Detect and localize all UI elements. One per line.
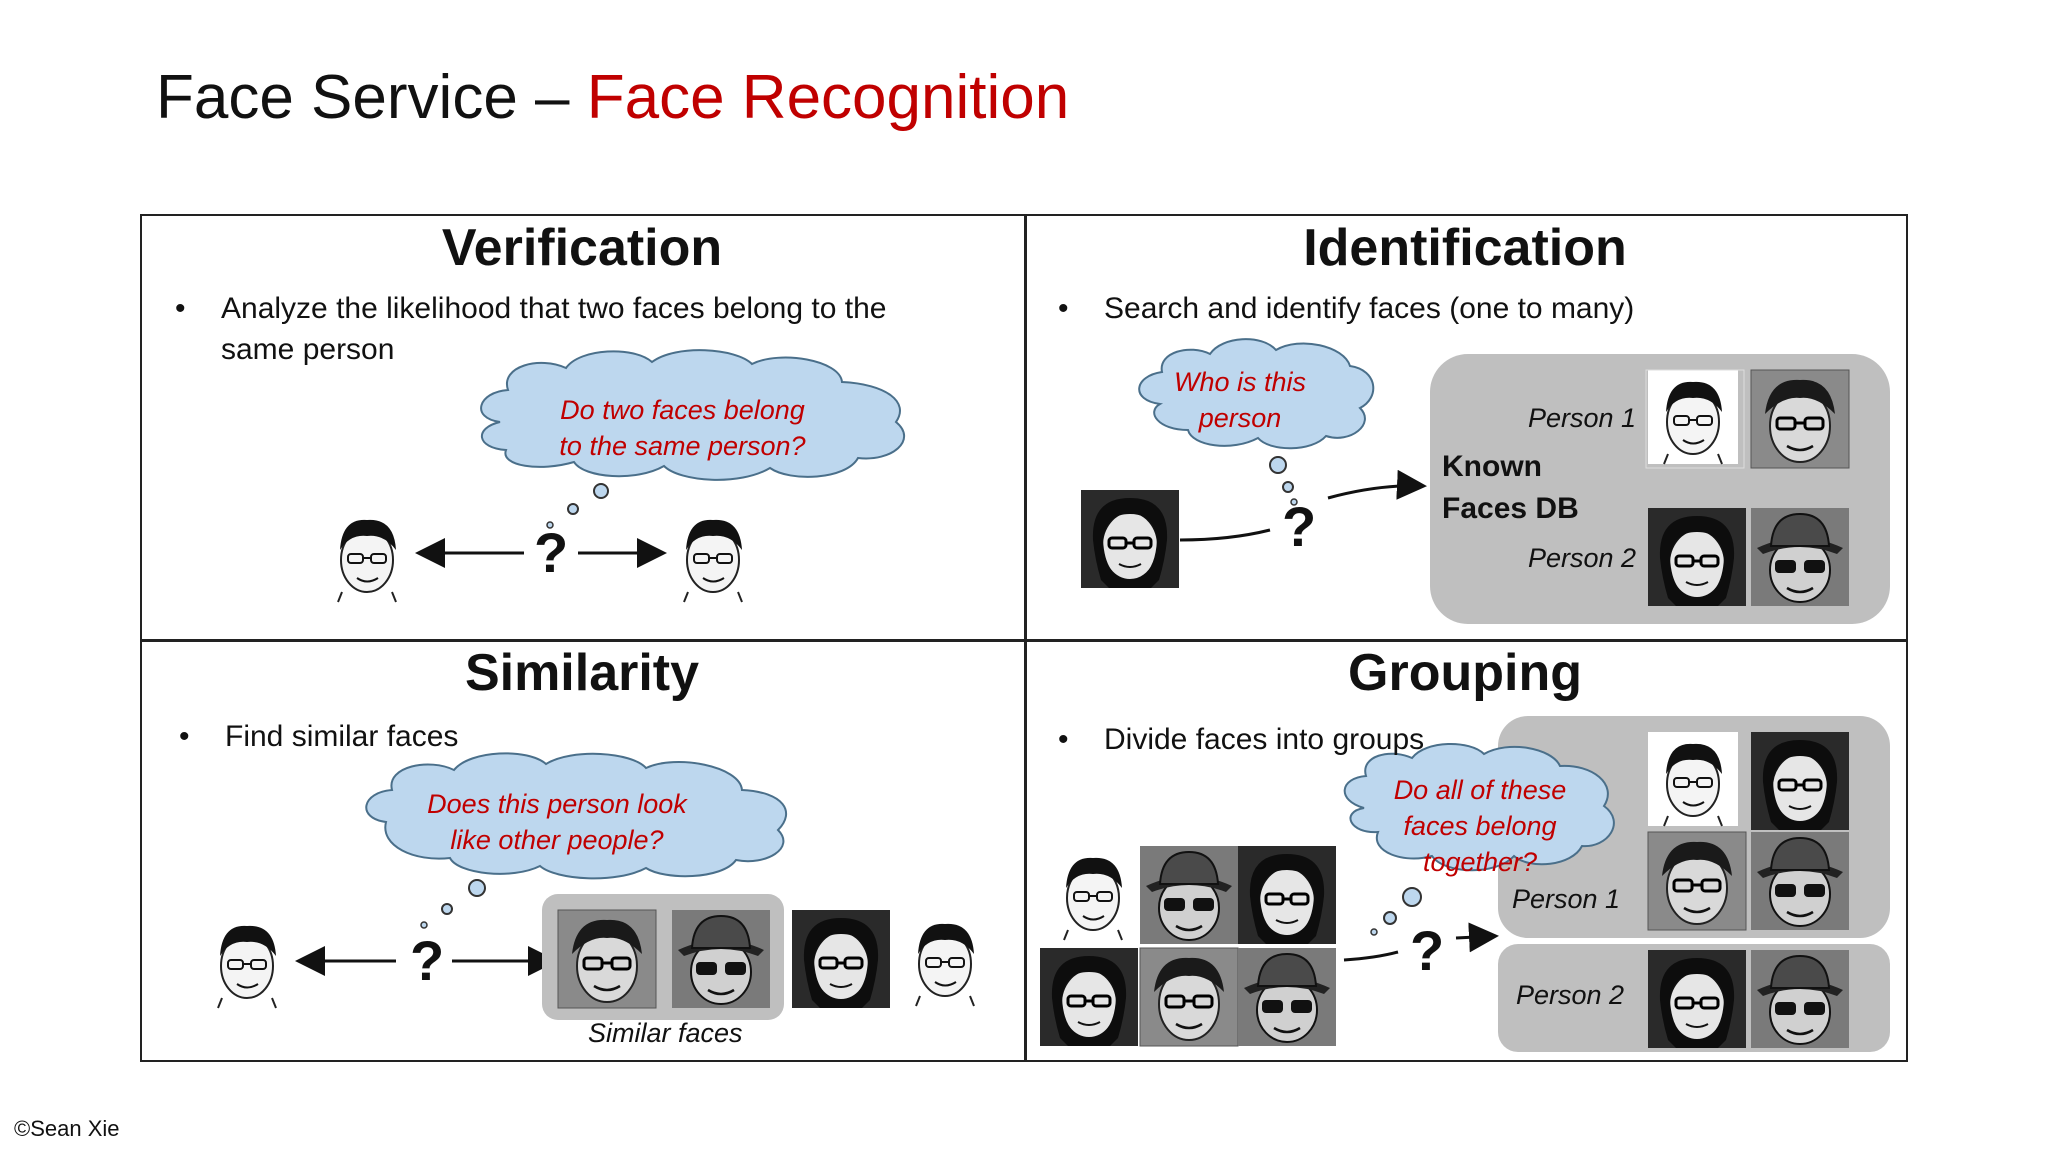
verification-cloud-line1: Do two faces belong <box>560 395 805 425</box>
group-person1-label: Person 1 <box>1512 884 1621 914</box>
similarity-heading: Similarity <box>464 644 700 702</box>
identification-heading: Identification <box>1303 219 1627 277</box>
verification-question-mark: ? <box>534 521 569 584</box>
bullet-dot: • <box>1058 723 1069 756</box>
group-person2-label: Person 2 <box>1516 980 1625 1010</box>
db-label-line2: Faces DB <box>1442 492 1579 525</box>
grouping-cloud <box>1343 743 1615 936</box>
vertical-divider <box>1024 216 1027 1060</box>
grouping-cloud-line1: Do all of these <box>1393 775 1567 805</box>
quadrant-grid <box>140 214 1908 1062</box>
verification-bullet: • Analyze the likelihood that two faces … <box>175 288 887 370</box>
identification-bullet: • Search and identify faces (one to many… <box>1058 288 1635 329</box>
identification-question-mark: ? <box>1282 495 1317 558</box>
similarity-bullet: • Find similar faces <box>179 716 459 757</box>
grouping-bullet: • Divide faces into groups <box>1058 719 1425 760</box>
bullet-dot: • <box>179 720 190 753</box>
similarity-question-mark: ? <box>410 929 445 992</box>
slide-title: Face Service – Face Recognition <box>156 62 1069 133</box>
grouping-question-mark: ? <box>1410 919 1445 982</box>
verification-cloud-text: Do two faces belong to the same person? <box>540 392 825 464</box>
identification-cloud-text: Who is this person <box>1150 364 1330 436</box>
verification-cloud <box>480 349 905 529</box>
similarity-bullet-text: Find similar faces <box>225 720 459 753</box>
verification-cloud-line2: to the same person? <box>559 431 806 461</box>
identification-cloud-line1: Who is this <box>1173 367 1307 397</box>
db-label-line1: Known <box>1442 450 1542 483</box>
similar-faces-label: Similar faces <box>588 1018 743 1048</box>
db-person2-label: Person 2 <box>1528 543 1637 573</box>
verification-heading: Verification <box>441 219 723 277</box>
copyright-footer: ©Sean Xie <box>14 1116 120 1141</box>
verification-bullet-line1: Analyze the likelihood that two faces be… <box>221 292 887 325</box>
grouping-cloud-line3: together? <box>1422 847 1538 877</box>
bullet-dot: • <box>175 292 186 325</box>
similarity-cloud-text: Does this person look like other people? <box>412 786 702 858</box>
grouping-cloud-line2: faces belong <box>1403 811 1557 841</box>
similarity-cloud-line2: like other people? <box>450 825 664 855</box>
verification-bullet-line2: same person <box>221 333 395 366</box>
identification-cloud <box>1138 338 1375 506</box>
identification-cloud-line2: person <box>1198 403 1282 433</box>
identification-bullet-text: Search and identify faces (one to many) <box>1104 292 1635 325</box>
grouping-bullet-text: Divide faces into groups <box>1104 723 1425 756</box>
grouping-cloud-text: Do all of these faces belong together? <box>1370 772 1590 880</box>
similarity-cloud-line1: Does this person look <box>427 789 687 819</box>
bullet-dot: • <box>1058 292 1069 325</box>
similarity-cloud <box>365 752 788 929</box>
grouping-heading: Grouping <box>1348 644 1582 702</box>
title-highlight: Face Recognition <box>586 63 1070 132</box>
db-person1-label: Person 1 <box>1528 403 1637 433</box>
known-faces-db-label: Known Faces DB <box>1442 446 1579 530</box>
title-prefix: Face Service – <box>156 63 587 132</box>
